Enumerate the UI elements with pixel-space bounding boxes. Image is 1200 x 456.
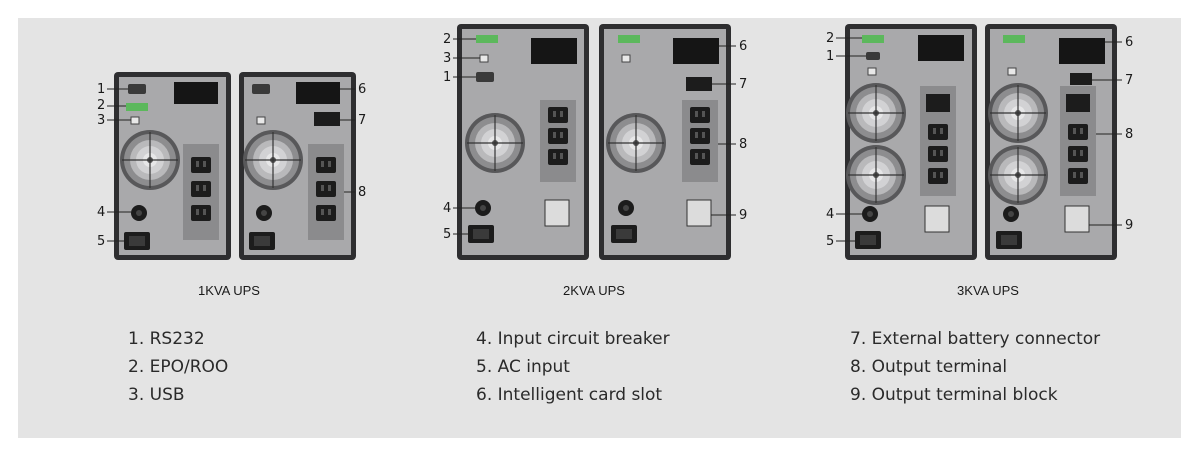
battery-connector (314, 112, 340, 126)
breaker-icon (131, 205, 147, 221)
callout-8: 8 (739, 137, 747, 152)
legend-item-input-breaker: 4. Input circuit breaker (476, 329, 670, 349)
callout-2: 2 (443, 32, 451, 47)
ups-2kva-unit-b (599, 24, 731, 260)
callouts-3kva: 2 1 4 5 6 7 8 9 (826, 31, 1133, 249)
callouts-1kva: 1 2 3 4 5 6 7 8 (97, 82, 366, 249)
callout-7: 7 (739, 77, 747, 92)
callout-2: 2 (826, 31, 834, 46)
card-slot (174, 82, 218, 104)
callout-5: 5 (97, 234, 105, 249)
callout-6: 6 (358, 82, 366, 97)
callout-5: 5 (826, 234, 834, 249)
callout-3: 3 (443, 51, 451, 66)
legend-item-epo-roo: 2. EPO/ROO (128, 357, 229, 377)
callout-1: 1 (97, 82, 105, 97)
legend-item-ac-input: 5. AC input (476, 357, 570, 377)
callout-9: 9 (1125, 218, 1133, 233)
legend-item-card-slot: 6. Intelligent card slot (476, 385, 663, 405)
callout-7: 7 (358, 113, 366, 128)
caption-2kva: 2KVA UPS (563, 283, 625, 298)
callout-4: 4 (443, 201, 451, 216)
ups-3kva-unit-a (845, 24, 977, 260)
callout-4: 4 (97, 205, 105, 220)
callout-1: 1 (443, 70, 451, 85)
legend-item-rs232: 1. RS232 (128, 329, 205, 349)
callouts-2kva: 2 3 1 4 5 6 7 8 9 (443, 32, 747, 242)
legend-column-1: 1. RS232 2. EPO/ROO 3. USB (128, 325, 228, 409)
callout-6: 6 (1125, 35, 1133, 50)
callout-7: 7 (1125, 73, 1133, 88)
fan-icon (119, 129, 181, 191)
callout-3: 3 (97, 113, 105, 128)
callout-1: 1 (826, 49, 834, 64)
callout-9: 9 (739, 208, 747, 223)
legend-item-output-terminal-block: 9. Output terminal block (850, 385, 1058, 405)
legend-item-output-terminal: 8. Output terminal (850, 357, 1008, 377)
epo-terminal (126, 103, 148, 111)
ups-1kva-unit-a (114, 72, 231, 260)
legend-column-2: 4. Input circuit breaker 5. AC input 6. … (476, 325, 670, 409)
caption-3kva: 3KVA UPS (957, 283, 1019, 298)
legend-item-usb: 3. USB (128, 385, 185, 405)
callout-5: 5 (443, 227, 451, 242)
callout-2: 2 (97, 98, 105, 113)
ups-2kva-unit-a (457, 24, 589, 260)
rs232-port (128, 84, 146, 94)
caption-1kva: 1KVA UPS (198, 283, 260, 298)
ups-3kva-unit-b (985, 24, 1117, 260)
callout-6: 6 (739, 39, 747, 54)
callout-8: 8 (358, 185, 366, 200)
legend-item-battery-connector: 7. External battery connector (850, 329, 1101, 349)
ac-inlet-icon (124, 232, 150, 250)
ups-1kva-unit-b (239, 72, 356, 260)
legend-column-3: 7. External battery connector 8. Output … (850, 325, 1100, 409)
callout-4: 4 (826, 207, 834, 222)
usb-port (130, 116, 140, 125)
callout-8: 8 (1125, 127, 1133, 142)
